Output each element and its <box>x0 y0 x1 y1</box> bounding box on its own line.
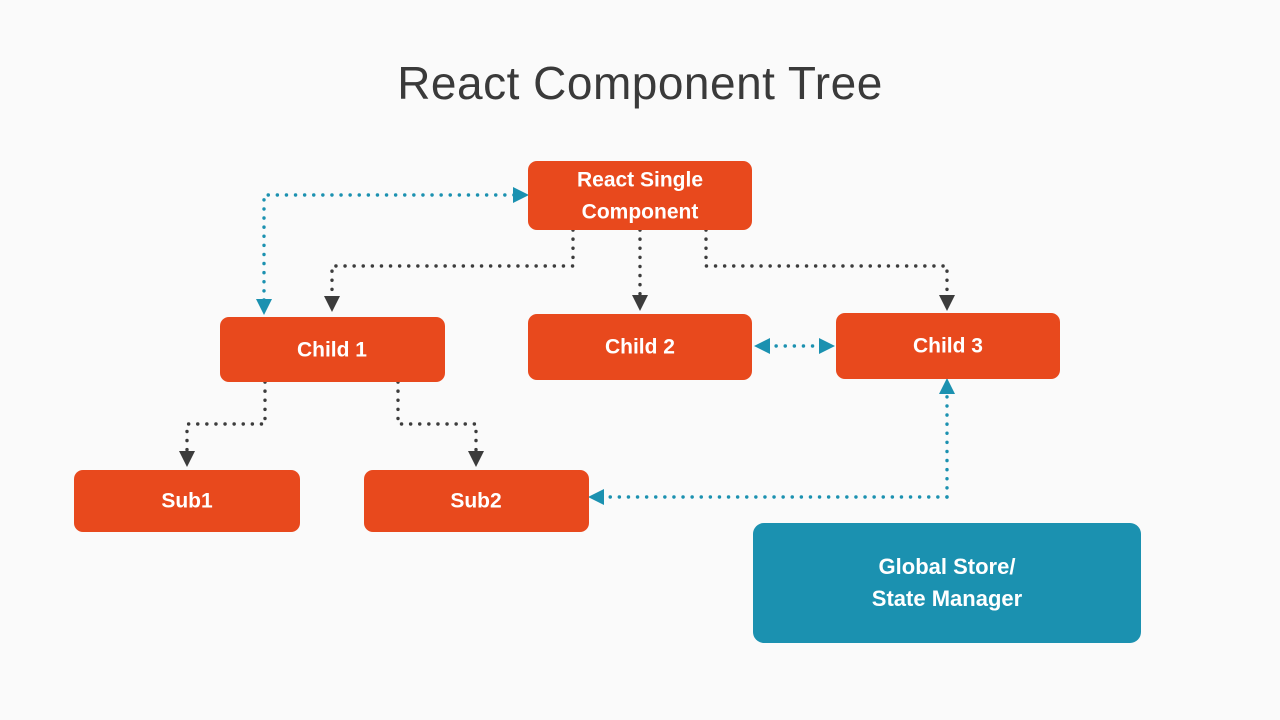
node-child-3-box[interactable] <box>836 313 1060 379</box>
node-child-1-box[interactable] <box>220 317 445 382</box>
node-sub2[interactable]: Sub2 <box>364 470 589 532</box>
edge-child1-to-root <box>256 187 529 315</box>
edge-root-to-child1 <box>324 228 575 312</box>
node-sub1[interactable]: Sub1 <box>74 470 300 532</box>
page-title: React Component Tree <box>397 57 883 109</box>
node-global-store-label-line1: Global Store/ <box>879 554 1016 579</box>
edge-root-to-child2 <box>632 228 648 311</box>
edge-child1-to-sub1 <box>179 380 267 467</box>
node-sub1-label: Sub1 <box>161 490 213 513</box>
edge-layer <box>179 187 955 505</box>
node-child-3-label: Child 3 <box>913 335 983 358</box>
node-global-store-box[interactable] <box>753 523 1141 643</box>
node-child-1[interactable]: Child 1 <box>220 317 445 382</box>
edge-store-to-sub2 <box>588 489 949 505</box>
node-react-single-component-label-line2: Component <box>582 201 699 224</box>
node-child-3[interactable]: Child 3 <box>836 313 1060 379</box>
edge-store-to-child3 <box>939 378 955 499</box>
node-react-single-component[interactable]: React Single Component <box>528 161 752 230</box>
node-sub2-label: Sub2 <box>450 490 501 513</box>
node-sub2-box[interactable] <box>364 470 589 532</box>
node-child-2[interactable]: Child 2 <box>528 314 752 380</box>
node-global-store[interactable]: Global Store/ State Manager <box>753 523 1141 643</box>
node-sub1-box[interactable] <box>74 470 300 532</box>
edge-child2-to-child3 <box>754 338 835 354</box>
node-react-single-component-label-line1: React Single <box>577 169 703 192</box>
node-react-single-component-box[interactable] <box>528 161 752 230</box>
node-global-store-label-line2: State Manager <box>872 586 1023 611</box>
node-child-2-box[interactable] <box>528 314 752 380</box>
node-child-1-label: Child 1 <box>297 339 367 362</box>
node-child-2-label: Child 2 <box>605 336 675 359</box>
edge-root-to-child3 <box>704 228 955 311</box>
edge-child1-to-sub2 <box>396 380 484 467</box>
